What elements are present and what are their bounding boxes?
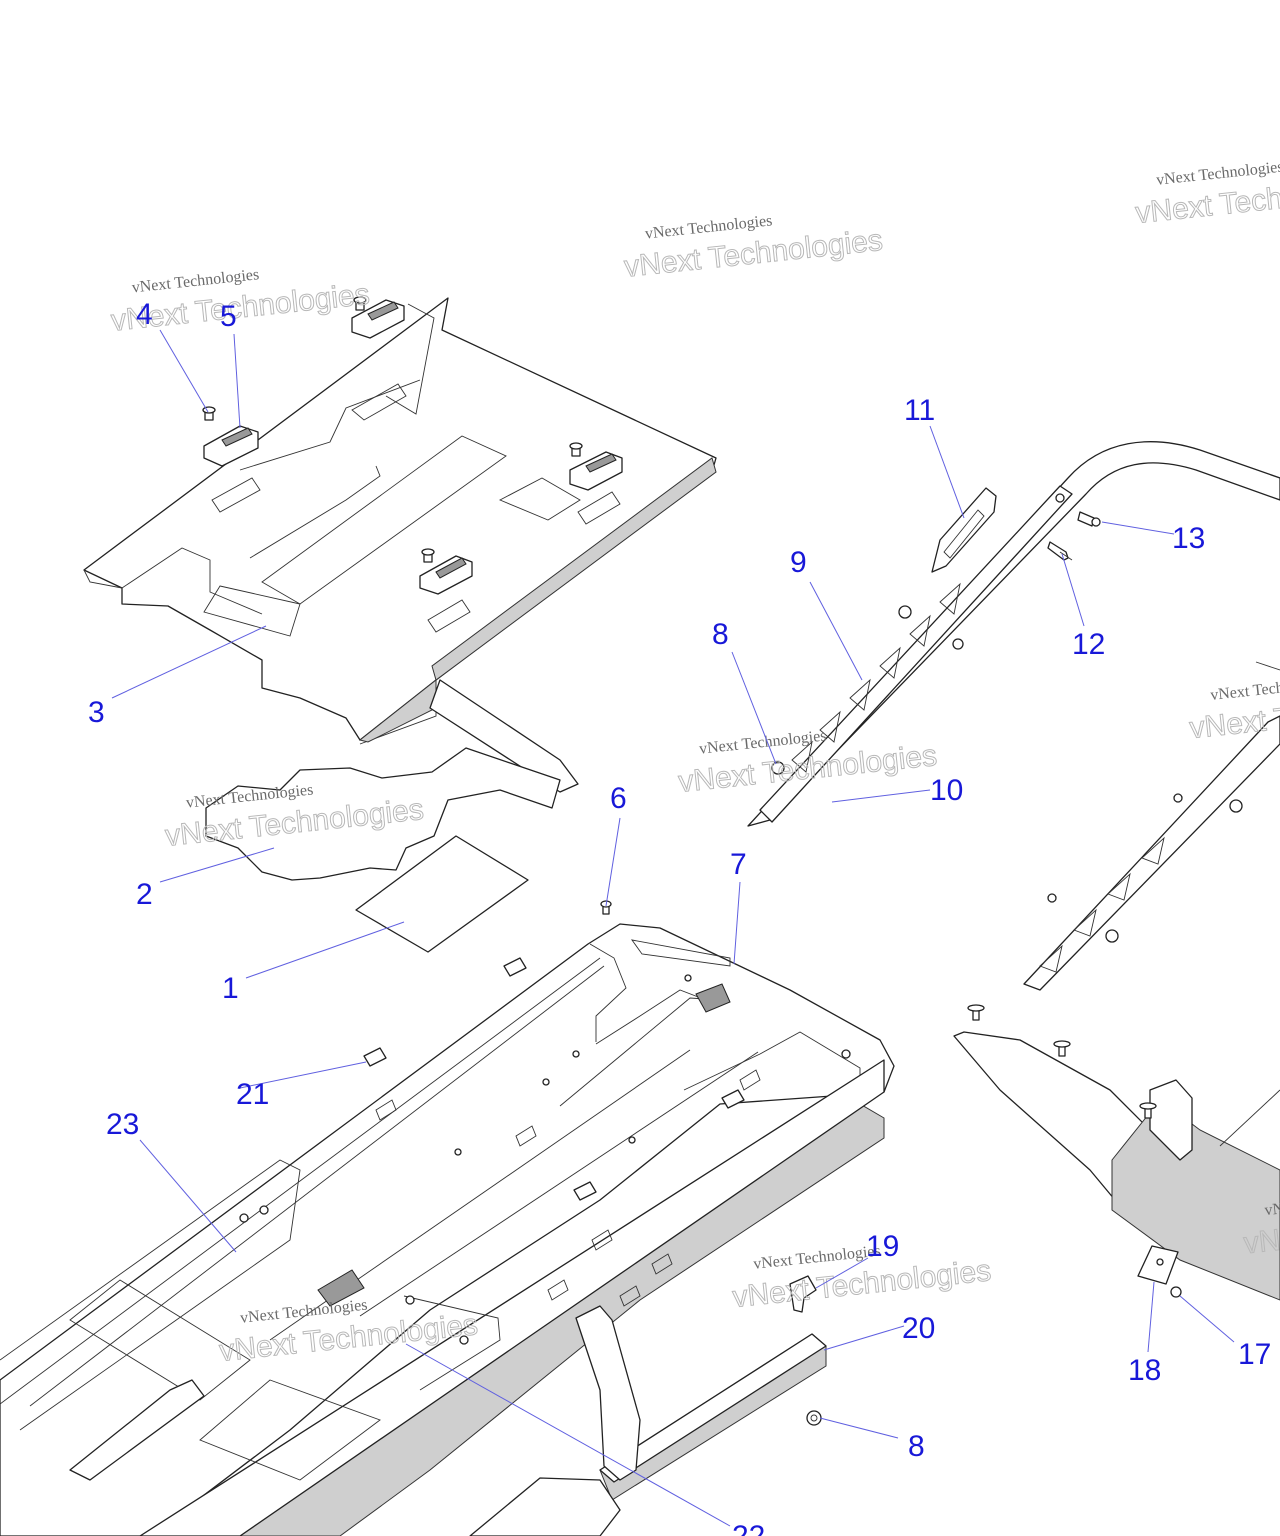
part-9-rear-rail [747,441,1280,827]
part-7-tunnel [0,923,895,1536]
callout-22: 22 [732,1520,765,1536]
part-19-bumper-pad [789,1275,817,1313]
part-12-pin [1047,541,1073,561]
suspension-arm [575,1305,641,1481]
part-8-nut [806,1410,822,1426]
lower-frame [469,1477,621,1536]
callout-7: 7 [730,848,747,881]
callout-5: 5 [220,300,237,333]
callout-3: 3 [88,696,105,729]
part-3-tunnel-top-plate [83,297,717,745]
part-3-tunnel-rear-leg [429,679,579,793]
part-5-cleats [203,299,623,595]
callout-10: 10 [930,774,963,807]
part-11-bracket [931,487,997,573]
callout-21: 21 [236,1078,269,1111]
callout-6: 6 [610,782,627,815]
part-21-clips [363,957,745,1201]
callout-11: 11 [904,394,935,427]
callout-9: 9 [790,546,807,579]
callout-1: 1 [222,972,239,1005]
callout-12: 12 [1072,628,1105,661]
right-rail-assembly [1023,661,1280,991]
callout-8-lower: 8 [908,1430,925,1463]
callout-labels: 1 2 3 4 5 6 7 8 9 10 11 12 13 17 18 19 2… [88,298,1271,1536]
callout-8: 8 [712,618,729,651]
callout-2: 2 [136,878,153,911]
watermark-text: vNext Technologies [1209,674,1280,704]
leader-lines [111,329,1235,1527]
part-13-bolt [1077,511,1101,527]
snow-flap-assembly [953,1004,1280,1301]
part-1-pad [355,835,529,953]
callout-4: 4 [136,298,153,331]
callout-18: 18 [1128,1354,1161,1387]
callout-23: 23 [106,1108,139,1141]
part-2-gasket [205,747,561,881]
callout-13: 13 [1172,522,1205,555]
callout-20: 20 [902,1312,935,1345]
callout-19: 19 [866,1230,899,1263]
callout-17: 17 [1238,1338,1271,1371]
